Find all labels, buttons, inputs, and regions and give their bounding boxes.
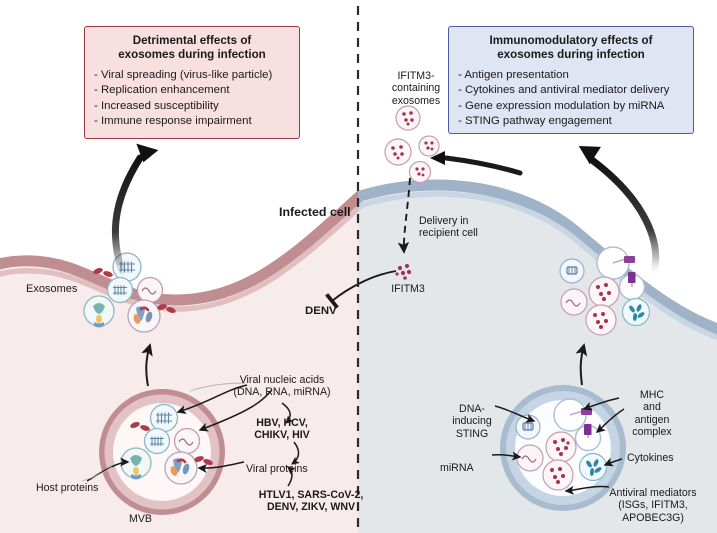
ifitm3-exosome-cluster — [384, 105, 440, 184]
arrow-mvb-to-membrane-left — [141, 343, 153, 387]
label-delivery-in-recipient-cell: Delivery in recipient cell — [419, 215, 478, 240]
label-viral-proteins: Viral proteins — [246, 463, 308, 475]
mvb-left-leaders — [86, 384, 300, 487]
label-viral-protein-viruses: HTLV1, SARS-CoV-2, DENV, ZIKV, WNV — [258, 489, 364, 514]
label-nucleic-acid-viruses: HBV, HCV, CHIKV, HIV — [254, 417, 310, 442]
label-exosomes: Exosomes — [26, 283, 78, 295]
arrow-to-ifitm3-exosomes — [443, 155, 523, 176]
detrimental-effects-list: - Viral spreading (virus-like particle) … — [94, 68, 290, 130]
label-dna-inducing-sting: DNA- inducing STING — [452, 403, 492, 440]
label-ifitm3: IFITM3 — [391, 283, 425, 295]
arrow-mvb-to-membrane-right — [575, 343, 588, 386]
label-mirna: miRNA — [440, 462, 474, 474]
ifitm3-particle — [395, 263, 412, 280]
list-item: - Immune response impairment — [94, 115, 252, 128]
exosome-cluster-right — [559, 246, 651, 336]
arrow-delivery-dashed — [397, 177, 411, 254]
mvb-left-vesicles — [120, 403, 213, 485]
list-item: - Cytokines and antiviral mediator deliv… — [458, 84, 670, 97]
list-item: - Replication enhancement — [94, 84, 230, 97]
label-cytokines: Cytokines — [627, 452, 674, 464]
label-viral-nucleic-acids: Viral nucleic acids (DNA, RNA, miRNA) — [233, 374, 331, 399]
label-mhc-antigen-complex: MHC and antigen complex — [632, 389, 672, 439]
infected-cell-half — [0, 190, 358, 533]
label-denv: DENV — [305, 305, 337, 317]
immunomodulatory-effects-title: Immunomodulatory effects of exosomes dur… — [489, 34, 653, 61]
list-item: - Viral spreading (virus-like particle) — [94, 69, 273, 81]
arrow-to-detrimental-box — [111, 154, 144, 276]
label-host-proteins: Host proteins — [36, 482, 99, 494]
detrimental-effects-box: Detrimental effects of exosomes during i… — [84, 26, 300, 139]
label-mvb: MVB — [129, 513, 152, 525]
immunomodulatory-effects-box: Immunomodulatory effects of exosomes dur… — [448, 26, 694, 134]
label-infected-cell: Infected cell — [279, 205, 351, 219]
list-item: - Gene expression modulation by miRNA — [458, 99, 665, 112]
list-item: - Antigen presentation — [458, 69, 569, 81]
list-item: - STING pathway engagement — [458, 115, 612, 128]
mvb-right-leaders — [491, 397, 625, 495]
label-ifitm3-containing-exosomes: IFITM3- containing exosomes — [391, 70, 441, 107]
label-antiviral-mediators: Antiviral mediators (ISGs, IFITM3, APOBE… — [609, 487, 697, 524]
arrow-ifitm3-inhibits-denv — [325, 270, 397, 309]
arrow-to-immunomodulatory-box — [588, 156, 660, 272]
list-item: - Increased susceptibility — [94, 99, 219, 112]
detrimental-effects-title: Detrimental effects of exosomes during i… — [118, 34, 266, 61]
mvb-right-vesicles — [515, 398, 608, 491]
immunomodulatory-effects-list: - Antigen presentation - Cytokines and a… — [458, 68, 684, 130]
